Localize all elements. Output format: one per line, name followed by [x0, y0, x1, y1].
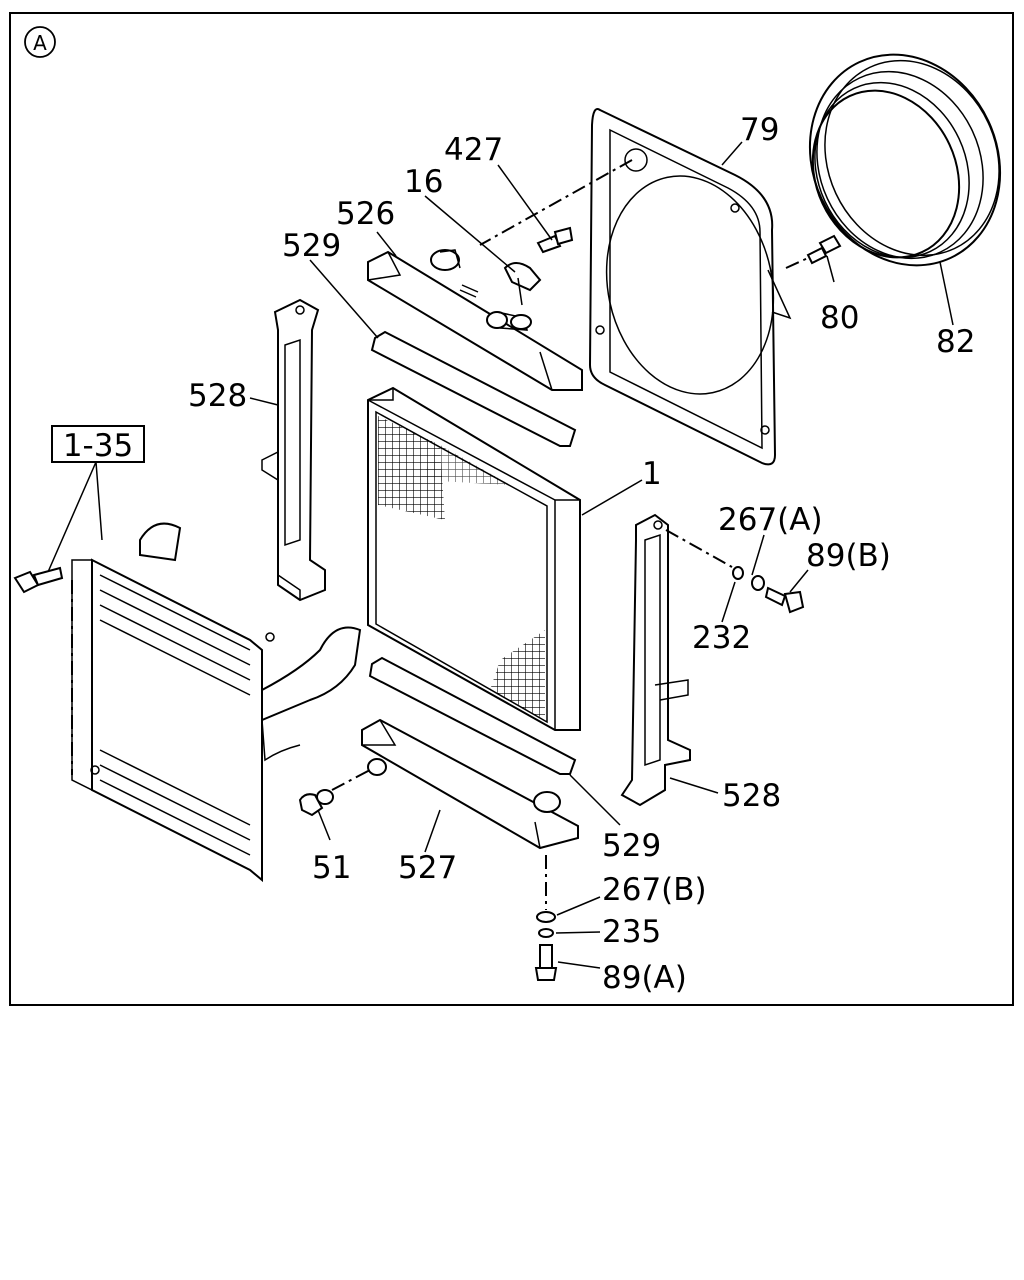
bolt-427: [536, 226, 574, 254]
right-side-bracket: [620, 513, 691, 807]
callout-526: 526: [336, 196, 395, 232]
fan-shroud: [588, 108, 792, 466]
left-side-bracket: [261, 298, 326, 602]
diagram-frame: [9, 12, 1014, 1006]
callout-528-left: 528: [188, 378, 247, 414]
callout-82: 82: [936, 324, 975, 360]
callout-89b: 89(B): [806, 538, 891, 574]
bolt-1-35: [13, 566, 64, 594]
callout-labels: 79 427 16 526 529 80 82 528 1 267(A) 89(…: [188, 112, 975, 996]
lower-tank: [361, 718, 579, 850]
callout-232: 232: [692, 620, 751, 656]
callout-1: 1: [642, 456, 662, 492]
reference-box-label: 1-35: [63, 428, 133, 464]
intercooler: [71, 522, 362, 883]
view-marker-letter: A: [33, 31, 47, 55]
fan-ring: [808, 53, 1002, 267]
lower-hardware: [534, 911, 558, 981]
bolt-80: [806, 234, 842, 265]
radiator-core: [367, 386, 581, 731]
reference-box: 1-35: [47, 425, 145, 573]
callout-235: 235: [602, 914, 661, 950]
callout-16: 16: [404, 164, 443, 200]
callout-529-top: 529: [282, 228, 341, 264]
radiator-cap-16: [503, 262, 542, 330]
callout-51: 51: [312, 850, 351, 886]
callout-267b: 267(B): [602, 872, 707, 908]
callout-527: 527: [398, 850, 457, 886]
leader-lines: [249, 141, 954, 969]
callout-80: 80: [820, 300, 859, 336]
callout-427: 427: [444, 132, 503, 168]
upper-tank: [367, 249, 583, 391]
drain-plug-51: [298, 789, 334, 817]
callout-79: 79: [740, 112, 779, 148]
callout-528-right: 528: [722, 778, 781, 814]
callout-267a: 267(A): [718, 502, 823, 538]
callout-529-bottom: 529: [602, 828, 661, 864]
lower-seal-529: [368, 656, 577, 775]
view-marker: A: [24, 26, 56, 58]
callout-89a: 89(A): [602, 960, 687, 996]
bolt-89b-assembly: [732, 566, 805, 614]
upper-seal-529: [370, 330, 577, 447]
